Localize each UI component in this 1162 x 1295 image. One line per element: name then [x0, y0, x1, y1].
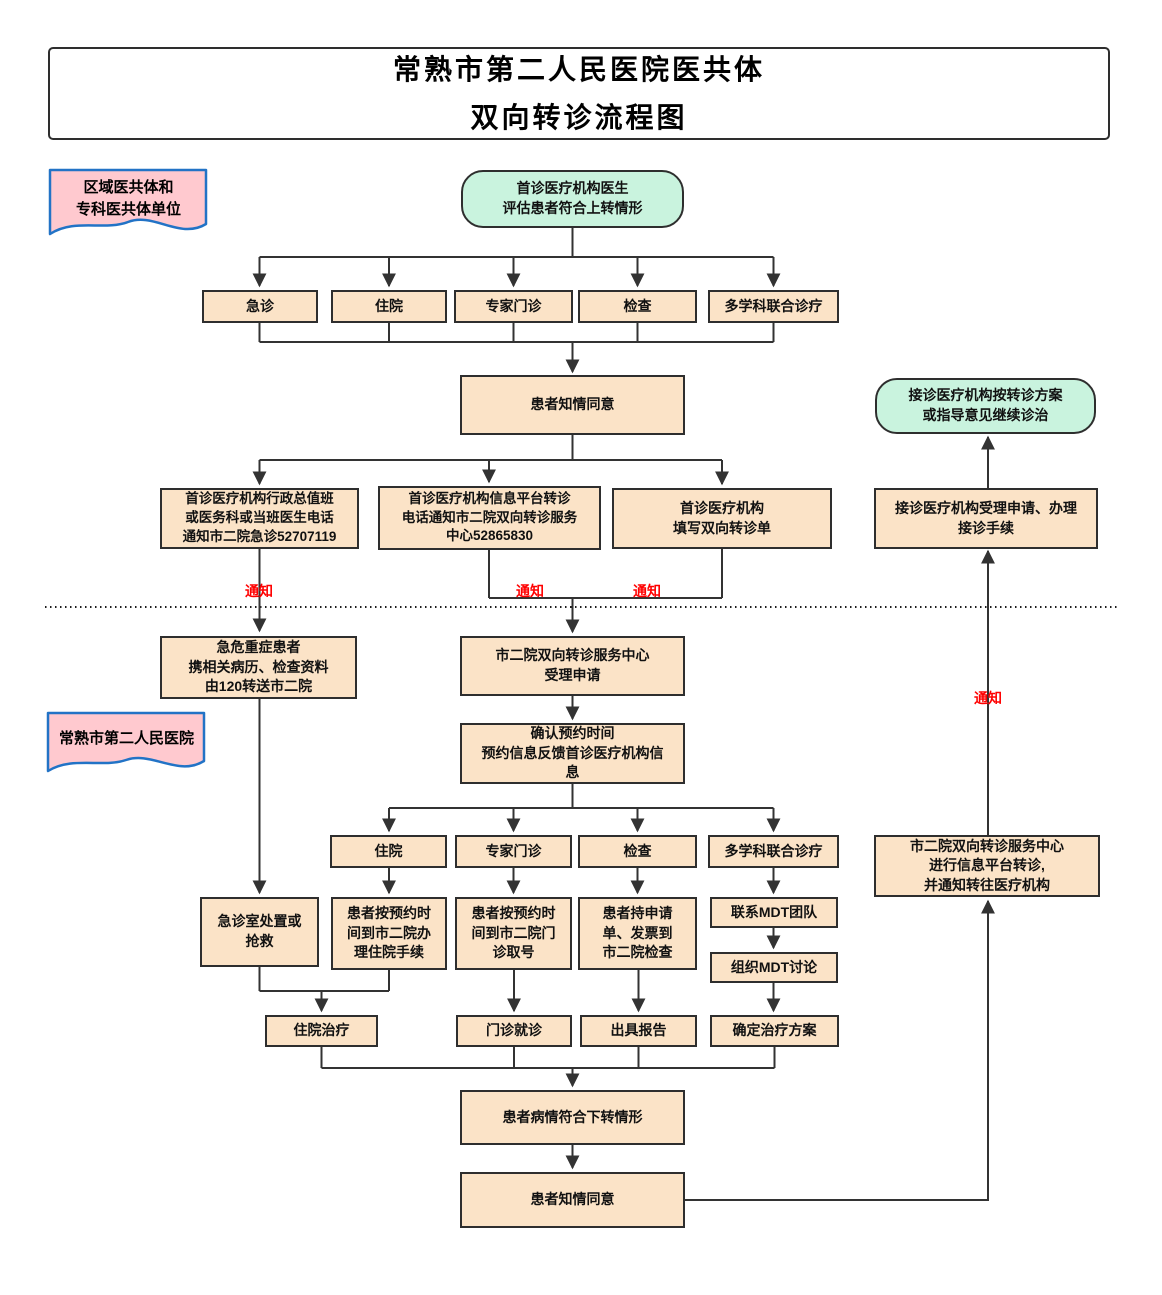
node-center-refer-down: 市二院双向转诊服务中心 进行信息平台转诊, 并通知转往医疗机构 [874, 835, 1100, 897]
node-report: 出具报告 [580, 1015, 697, 1047]
wire-merge-results [320, 1047, 776, 1069]
node-path-exam: 检查 [578, 290, 697, 323]
node-h2-mdt: 多学科联合诊疗 [708, 835, 839, 868]
node-h2-exam: 检查 [578, 835, 697, 868]
node-receive-accept: 接诊医疗机构受理申请、办理 接诊手续 [874, 488, 1098, 549]
wire-confirm-branch [389, 784, 774, 809]
node-er-treat: 急诊室处置或 抢救 [200, 897, 319, 967]
wire-merge-row1 [258, 323, 775, 343]
arrow-consentdown-to-referdown [685, 899, 995, 1201]
node-outpatient-visit: 门诊就诊 [456, 1015, 572, 1047]
zone-flag-hospital: 常熟市第二人民医院 [46, 711, 207, 785]
wire-start-branch [259, 228, 774, 258]
node-path-expert: 专家门诊 [454, 290, 573, 323]
node-center-accept: 市二院双向转诊服务中心 受理申请 [460, 636, 685, 696]
page-title: 常熟市第二人民医院医共体 双向转诊流程图 [48, 47, 1110, 140]
zone-flag-region-units: 区域医共体和 专科医共体单位 [48, 168, 209, 248]
node-down-condition: 患者病情符合下转情形 [460, 1090, 685, 1145]
node-h2-inpatient: 住院 [330, 835, 447, 868]
node-contact-platform: 首诊医疗机构信息平台转诊 电话通知市二院双向转诊服务 中心52865830 [378, 486, 601, 550]
node-path-mdt: 多学科联合诊疗 [708, 290, 839, 323]
wire-consent-branch [259, 435, 722, 461]
node-do-expert: 患者按预约时 间到市二院门 诊取号 [455, 897, 572, 970]
node-receive-continue: 接诊医疗机构按转诊方案 或指导意见继续诊治 [875, 378, 1096, 434]
wire-platform-form-merge [488, 549, 723, 599]
notify-label-form: 通知 [633, 583, 661, 599]
notify-label-platform: 通知 [516, 583, 544, 599]
node-consent-down: 患者知情同意 [460, 1172, 685, 1228]
notify-label-referdown: 通知 [974, 690, 1002, 706]
flag-region-label: 区域医共体和 专科医共体单位 [75, 178, 181, 219]
flag-wave-shape [46, 711, 206, 773]
node-mdt-contact: 联系MDT团队 [710, 897, 838, 928]
flag-hospital-label: 常熟市第二人民医院 [58, 729, 194, 747]
notify-label-phone: 通知 [245, 583, 273, 599]
node-start-assess: 首诊医疗机构医生 评估患者符合上转情形 [461, 170, 684, 228]
node-do-exam: 患者持申请 单、发票到 市二院检查 [578, 897, 697, 970]
node-mdt-discuss: 组织MDT讨论 [710, 952, 838, 983]
node-do-inpatient: 患者按预约时 间到市二院办 理住院手续 [331, 897, 447, 970]
node-path-emergency: 急诊 [202, 290, 318, 323]
flag-wave-shape [48, 168, 208, 236]
node-consent-up: 患者知情同意 [460, 375, 685, 435]
node-contact-phone: 首诊医疗机构行政总值班 或医务科或当班医生电话 通知市二院急诊52707119 [160, 488, 359, 549]
wire-er-inpatient-merge [258, 967, 390, 992]
node-critical-120: 急危重症患者 携相关病历、检查资料 由120转送市二院 [160, 636, 357, 699]
node-contact-form: 首诊医疗机构 填写双向转诊单 [612, 488, 832, 549]
node-path-inpatient: 住院 [331, 290, 447, 323]
node-h2-expert: 专家门诊 [455, 835, 572, 868]
node-treat-plan: 确定治疗方案 [710, 1015, 839, 1047]
node-confirm-time: 确认预约时间 预约信息反馈首诊医疗机构信 息 [460, 723, 685, 784]
node-inpatient-treat: 住院治疗 [265, 1015, 378, 1047]
